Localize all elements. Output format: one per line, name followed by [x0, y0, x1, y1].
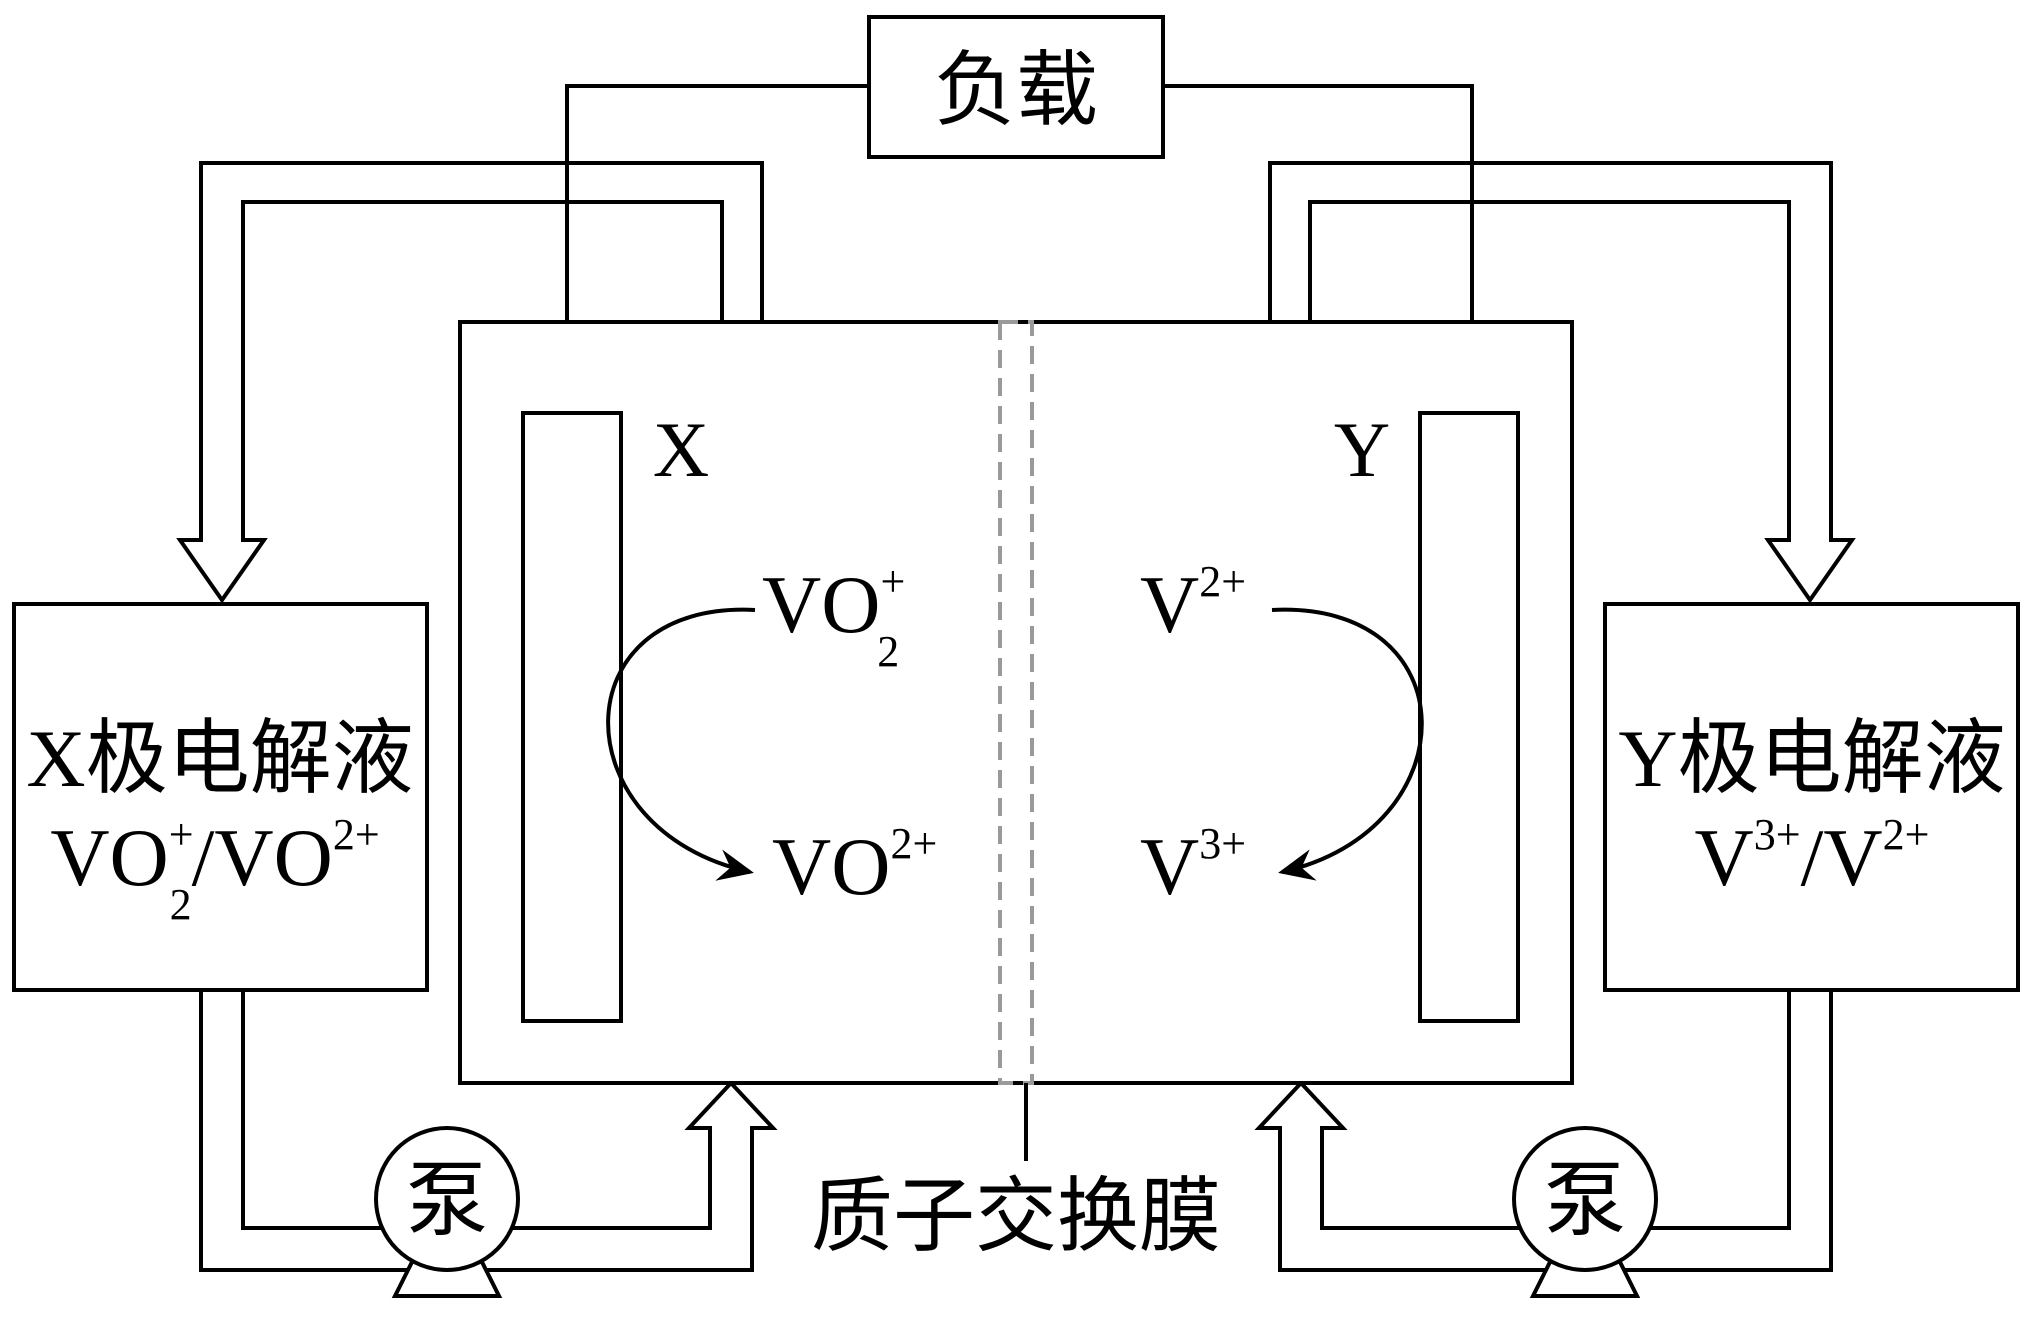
electrode-x-plate	[521, 411, 623, 1023]
reservoir-x: X极电解液 VO+2/VO2+	[12, 602, 429, 992]
reservoir-y-species: V3+/V2+	[1695, 810, 1930, 903]
right-species-to: V3+	[1140, 819, 1246, 912]
reservoir-y-title: Y极电解液	[1618, 713, 2005, 804]
reservoir-y: Y极电解液 V3+/V2+	[1603, 602, 2020, 992]
right-return-pipe	[1268, 161, 1856, 604]
load-box	[867, 15, 1165, 159]
reservoir-x-box	[12, 602, 429, 992]
electrode-y-label: Y	[1334, 406, 1390, 493]
reservoir-x-title: X极电解液	[26, 713, 413, 804]
membrane	[998, 320, 1034, 1161]
electrode-y: Y	[1334, 406, 1520, 1023]
electrode-x: X	[521, 406, 709, 1023]
left-reaction: VO+2 VO2+	[606, 557, 937, 912]
left-species-to: VO2+	[772, 819, 937, 912]
external-circuit	[565, 84, 1474, 413]
pump-right: 泵	[1512, 1126, 1658, 1298]
left-reaction-arrow	[606, 607, 756, 881]
left-species-from: VO+2	[762, 557, 905, 676]
reservoir-y-box	[1603, 602, 2020, 992]
membrane-label: 质子交换膜	[811, 1171, 1221, 1262]
pump-left-body	[374, 1126, 520, 1272]
right-reaction-arrow	[1271, 607, 1424, 881]
reservoir-x-species: VO+2/VO2+	[50, 810, 379, 929]
right-species-from: V2+	[1140, 557, 1246, 650]
electrode-x-label: X	[653, 406, 709, 493]
wire-right	[1163, 84, 1474, 413]
wire-left	[565, 84, 869, 413]
cell-body	[458, 320, 1574, 1085]
load-label: 负载	[934, 45, 1098, 136]
load: 负载	[867, 15, 1165, 159]
pump-right-body	[1512, 1126, 1658, 1272]
membrane-dashed-outline	[998, 320, 1034, 1085]
left-return-pipe	[176, 161, 764, 604]
pump-left-label: 泵	[406, 1155, 488, 1246]
pump-right-label: 泵	[1544, 1155, 1626, 1246]
pump-left: 泵	[374, 1126, 520, 1298]
right-reaction: V2+ V3+	[1140, 557, 1424, 912]
electrode-y-plate	[1418, 411, 1520, 1023]
